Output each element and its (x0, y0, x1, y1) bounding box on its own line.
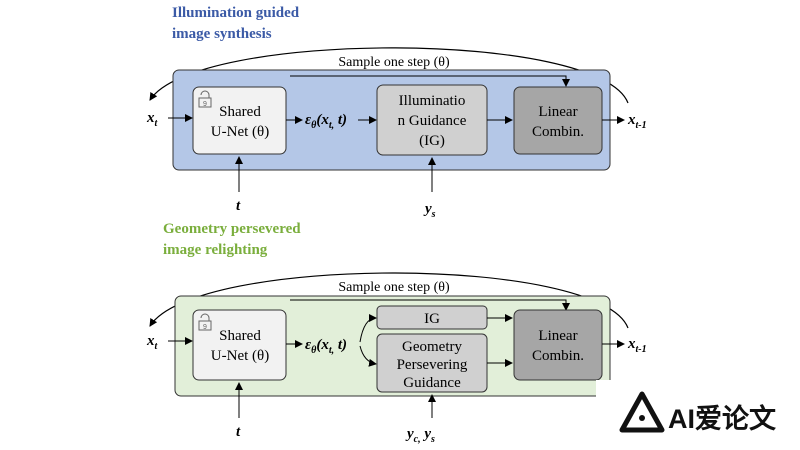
watermark: AI爱论文 (596, 380, 800, 450)
panel-geometry-persevered: Geometry persevered image relighting Sam… (146, 221, 647, 445)
panel-a-sample-label: Sample one step (θ) (338, 55, 450, 70)
panel-b-ig-label: IG (424, 311, 440, 327)
panel-b-sample-arrow (290, 299, 570, 311)
panel-b-unet-box (192, 309, 287, 381)
panel-a-linear-box (513, 86, 603, 155)
watermark-text: AI爱论文 (668, 403, 777, 434)
panel-a-unet-line1: Shared (219, 104, 261, 120)
panel-b-linear-line2: Combin. (532, 348, 584, 364)
panel-a-output-var: xt-1 (627, 112, 647, 131)
panel-a-ig-line1: Illuminatio (399, 93, 466, 109)
panel-b-unet-line2: U-Net (θ) (211, 348, 269, 364)
panel-a-input-var: xt (146, 110, 159, 129)
panel-b-yc-ys-label: yc, ys (405, 426, 435, 445)
panel-b-linear-box (513, 309, 603, 381)
panel-a-title-line2: image synthesis (172, 26, 272, 42)
panel-b-linear-line1: Linear (538, 328, 577, 344)
panel-b-title-line2: image relighting (163, 242, 268, 258)
ai-logo-icon (619, 391, 665, 433)
panel-a-linear-line1: Linear (538, 104, 577, 120)
panel-b-branch-down-arrow (359, 345, 377, 367)
panel-b-eps-label: εθ(xt, t) (305, 337, 347, 356)
panel-b-input-var: xt (146, 333, 159, 352)
panel-a-sample-arrow (290, 75, 570, 87)
panel-a-ys-label: ys (423, 201, 436, 220)
panel-a-linear-line2: Combin. (532, 124, 584, 140)
panel-b-gpg-line3: Guidance (403, 375, 461, 391)
panel-a-unet-box (192, 86, 287, 155)
panel-a-title-line1: Illumination guided (172, 5, 300, 21)
lock-icon: 9 (198, 90, 212, 108)
panel-b-gpg-line1: Geometry (402, 339, 462, 355)
svg-text:9: 9 (203, 101, 207, 108)
panel-a-t-label: t (236, 198, 241, 214)
lock-icon: 9 (198, 313, 212, 331)
panel-a-ig-line2: n Guidance (398, 113, 467, 129)
panel-b-unet-line1: Shared (219, 328, 261, 344)
panel-b-gpg-line2: Persevering (397, 357, 468, 373)
panel-b-title-line1: Geometry persevered (163, 221, 301, 237)
panel-b-t-label: t (236, 424, 241, 440)
panel-b-branch-up-arrow (359, 314, 377, 343)
panel-a-unet-line2: U-Net (θ) (211, 124, 269, 140)
panel-illumination-guided: Illumination guided image synthesis Samp… (146, 5, 647, 220)
panel-a-eps-label: εθ(xt, t) (305, 112, 347, 131)
svg-text:9: 9 (203, 324, 207, 331)
panel-b-sample-label: Sample one step (θ) (338, 280, 450, 295)
panel-a-ig-line3: (IG) (419, 133, 445, 149)
panel-b-output-var: xt-1 (627, 336, 647, 355)
